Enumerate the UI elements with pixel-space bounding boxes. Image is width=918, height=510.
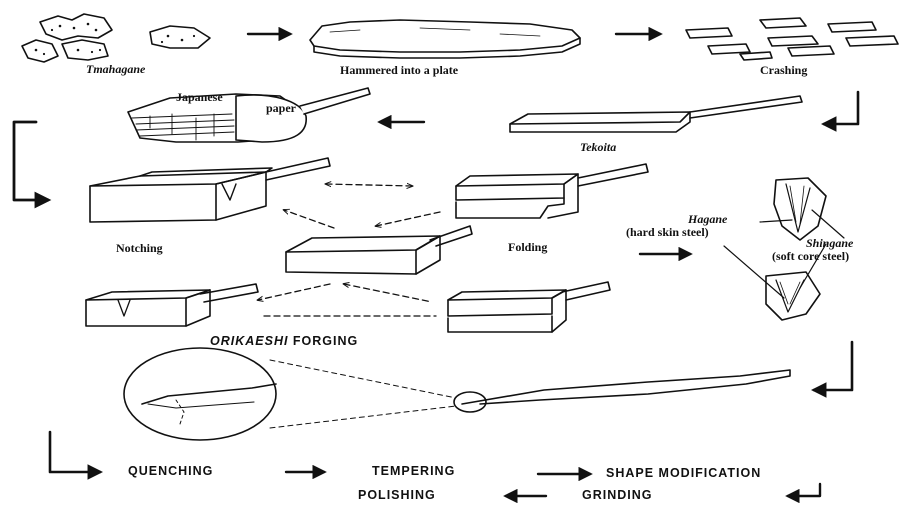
magnified-blade bbox=[123, 347, 791, 441]
process-arrows bbox=[258, 184, 441, 317]
crashed-pieces bbox=[685, 17, 899, 61]
label-notching: Notching bbox=[116, 241, 163, 255]
label-orikaeshi-forging: ORIKAESHI FORGING bbox=[210, 334, 358, 348]
label-hammered: Hammered into a plate bbox=[340, 63, 459, 77]
label-shingane-sub: (soft core steel) bbox=[772, 249, 850, 263]
label-tamahagane: Tmahagane bbox=[86, 62, 146, 76]
cross-section-upper bbox=[773, 177, 827, 241]
label-hagane: Hagane bbox=[688, 212, 728, 226]
folding-block bbox=[455, 163, 649, 219]
label-hagane-sub: (hard skin steel) bbox=[626, 225, 709, 239]
label-paper: paper bbox=[266, 101, 296, 115]
label-crashing: Crashing bbox=[760, 63, 808, 77]
label-folding: Folding bbox=[508, 240, 548, 254]
tamahagane-rocks bbox=[21, 13, 211, 63]
label-polishing: POLISHING bbox=[358, 488, 436, 502]
hammered-plate bbox=[309, 19, 581, 59]
label-shingane: Shingane bbox=[806, 236, 854, 250]
label-forging: FORGING bbox=[288, 334, 359, 348]
lower-notched-block bbox=[85, 283, 259, 327]
label-orikaeshi: ORIKAESHI bbox=[210, 334, 289, 348]
lower-folded-block bbox=[447, 281, 611, 333]
tekoita bbox=[509, 95, 803, 133]
label-japanese: Japanese bbox=[176, 90, 223, 104]
center-block bbox=[285, 225, 473, 275]
label-shape-modification: SHAPE MODIFICATION bbox=[606, 466, 762, 480]
notching-block bbox=[89, 157, 331, 223]
label-grinding: GRINDING bbox=[582, 488, 653, 502]
cross-section-lower bbox=[765, 271, 821, 321]
label-tekoita: Tekoita bbox=[580, 140, 617, 154]
paper-wrapped-pile bbox=[127, 87, 371, 143]
label-tempering: TEMPERING bbox=[372, 464, 456, 478]
label-quenching: QUENCHING bbox=[128, 464, 214, 478]
